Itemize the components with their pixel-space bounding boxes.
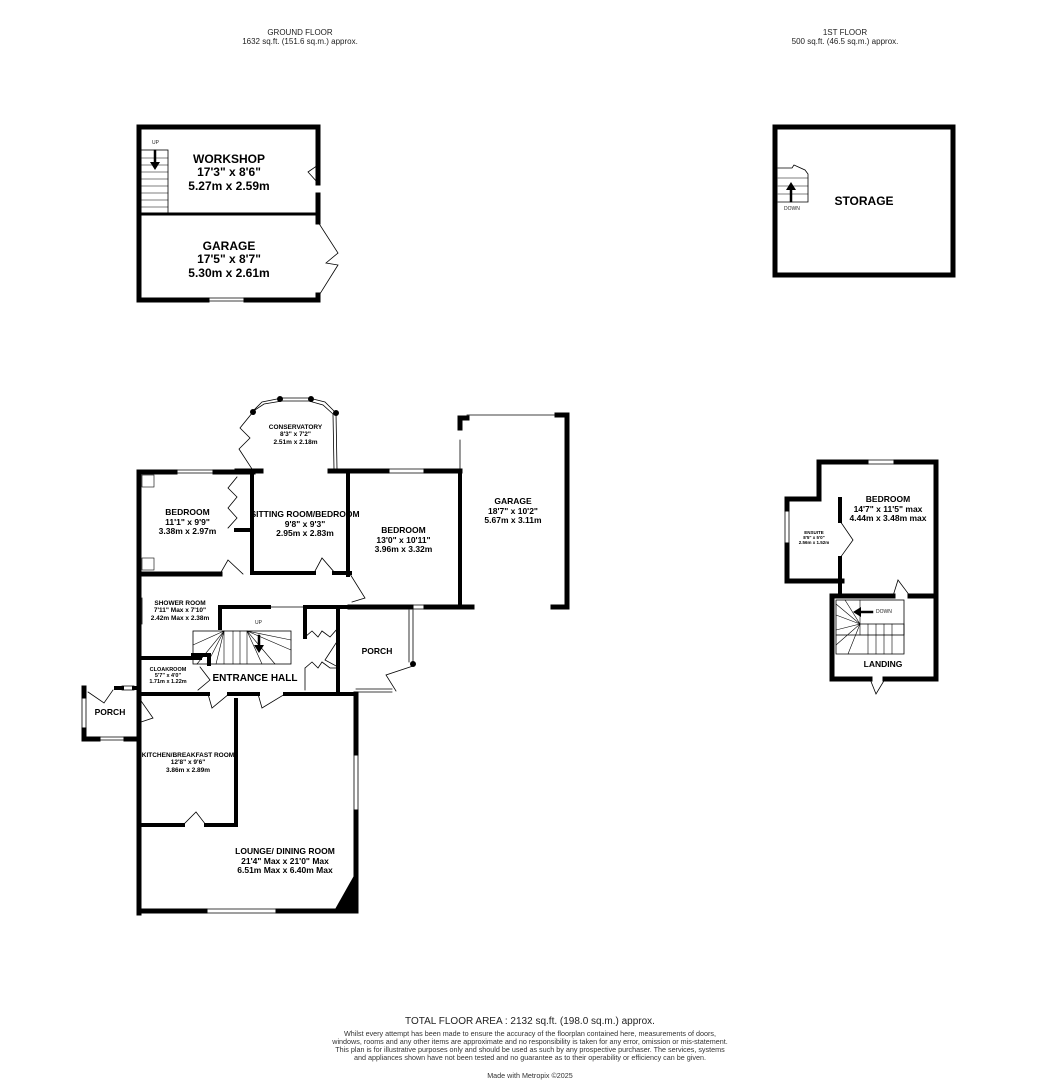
room-name: GARAGE	[202, 239, 256, 253]
room-name: STORAGE	[834, 194, 894, 208]
room-metric: 2.56m x 1.52m	[798, 540, 830, 546]
room-name: ENSUITE	[804, 530, 824, 535]
room-cloakroom: CLOAKROOM 5'7" x 4'0" 1.71m x 1.22m	[144, 667, 192, 685]
room-metric: 4.44m x 3.48m max	[849, 513, 927, 524]
room-name: LANDING	[863, 659, 903, 669]
stair-arrow-icon	[786, 182, 796, 203]
room-imperial: 11'1" x 9'9"	[165, 516, 210, 527]
room-metric: 2.95m x 2.83m	[276, 528, 334, 539]
disclaimer-text: Whilst every attempt has been made to en…	[332, 1029, 728, 1063]
room-lounge: LOUNGE/ DINING ROOM 21'4" Max x 21'0" Ma…	[225, 846, 345, 876]
room-first-bedroom: BEDROOM 14'7" x 11'5" max 4.44m x 3.48m …	[846, 494, 930, 524]
room-imperial: 18'7" x 10'2"	[488, 505, 538, 516]
ground-floor-area: 1632 sq.ft. (151.6 sq.m.) approx.	[242, 36, 358, 46]
room-name: LOUNGE/ DINING ROOM	[235, 846, 335, 856]
room-imperial: 7'11" Max x 7'10"	[153, 607, 207, 615]
room-sitting-room: SITTING ROOM/BEDROOM 9'8" x 9'3" 2.95m x…	[240, 509, 370, 539]
room-metric: 5.67m x 3.11m	[484, 515, 542, 526]
room-entrance-hall: ENTRANCE HALL	[205, 673, 305, 684]
room-name: SITTING ROOM/BEDROOM	[250, 509, 360, 519]
stair-down-label: DOWN	[876, 609, 892, 615]
room-metric: 3.38m x 2.97m	[158, 526, 217, 537]
room-bedroom-1: BEDROOM 11'1" x 9'9" 3.38m x 2.97m	[145, 507, 230, 537]
stair-arrow-icon	[150, 149, 160, 170]
room-imperial: 8'3" x 7'2"	[280, 431, 311, 439]
room-metric: 5.30m x 2.61m	[188, 265, 270, 280]
room-imperial: 13'0" x 10'11"	[376, 534, 431, 545]
room-imperial: 17'3" x 8'6"	[197, 165, 261, 180]
first-floor-area: 500 sq.ft. (46.5 sq.m.) approx.	[791, 36, 899, 46]
room-metric: 2.42m Max x 2.38m	[150, 614, 210, 622]
house-ground-walls	[81, 396, 570, 916]
made-with-credit: Made with Metropix ©2025	[487, 1071, 573, 1080]
room-ensuite: ENSUITE 8'5" x 5'0" 2.56m x 1.52m	[790, 530, 838, 545]
room-house-garage: GARAGE 18'7" x 10'2" 5.67m x 3.11m	[468, 496, 558, 526]
stair-arrow-icon	[853, 607, 874, 617]
room-imperial: 12'8" x 9'6"	[170, 759, 206, 767]
room-name: PORCH	[361, 646, 393, 656]
room-metric: 1.71m x 1.22m	[149, 679, 187, 686]
room-conservatory: CONSERVATORY 8'3" x 7'2" 2.51m x 2.18m	[248, 424, 343, 446]
house-first-walls	[784, 459, 939, 695]
room-name: SHOWER ROOM	[154, 600, 206, 607]
room-metric: 3.96m x 3.32m	[374, 544, 433, 555]
room-storage: STORAGE	[820, 194, 908, 208]
room-bedroom-2: BEDROOM 13'0" x 10'11" 3.96m x 3.32m	[356, 525, 451, 555]
room-name: WORKSHOP	[193, 152, 265, 166]
total-floor-area: TOTAL FLOOR AREA : 2132 sq.ft. (198.0 sq…	[405, 1016, 655, 1027]
room-metric: 5.27m x 2.59m	[188, 178, 270, 193]
ground-floor-title: GROUND FLOOR	[267, 28, 333, 37]
room-landing: LANDING	[852, 659, 914, 670]
room-porch-side: PORCH	[90, 707, 130, 718]
room-name: ENTRANCE HALL	[212, 673, 298, 684]
stair-arrow-icon	[254, 634, 264, 653]
room-kitchen: KITCHEN/BREAKFAST ROOM 12'8" x 9'6" 3.86…	[140, 752, 236, 774]
outbuilding-first-walls	[772, 124, 956, 278]
room-shower-room: SHOWER ROOM 7'11" Max x 7'10" 2.42m Max …	[145, 600, 215, 622]
room-imperial: 5'7" x 4'0"	[154, 673, 182, 680]
room-metric: 3.86m x 2.89m	[165, 766, 211, 774]
room-name: BEDROOM	[165, 507, 210, 517]
room-porch-front: PORCH	[352, 646, 402, 657]
ground-floor-heading: GROUND FLOOR 1632 sq.ft. (151.6 sq.m.) a…	[220, 28, 380, 47]
outbuilding-ground-walls	[136, 124, 339, 303]
room-outbuilding-garage: GARAGE 17'5" x 8'7" 5.30m x 2.61m	[170, 239, 288, 280]
room-name: CLOAKROOM	[149, 667, 187, 673]
stair-up-label: UP	[152, 140, 159, 146]
room-workshop: WORKSHOP 17'3" x 8'6" 5.27m x 2.59m	[170, 152, 288, 193]
room-imperial: 17'5" x 8'7"	[197, 252, 261, 267]
room-name: PORCH	[94, 707, 126, 717]
first-floor-heading: 1ST FLOOR 500 sq.ft. (46.5 sq.m.) approx…	[770, 28, 920, 47]
room-metric: 6.51m Max x 6.40m Max	[237, 865, 333, 876]
stair-down-label: DOWN	[784, 206, 800, 212]
room-name: KITCHEN/BREAKFAST ROOM	[141, 752, 235, 759]
room-imperial: 9'8" x 9'3"	[284, 518, 326, 529]
room-imperial: 21'4" Max x 21'0" Max	[241, 855, 329, 866]
room-name: BEDROOM	[381, 525, 426, 535]
room-imperial: 8'5" x 5'0"	[803, 535, 825, 541]
room-name: GARAGE	[494, 496, 532, 506]
room-name: CONSERVATORY	[268, 424, 323, 431]
stair-up-label: UP	[255, 620, 262, 626]
room-imperial: 14'7" x 11'5" max	[853, 503, 923, 514]
room-name: BEDROOM	[865, 494, 911, 504]
first-floor-title: 1ST FLOOR	[822, 28, 868, 37]
room-metric: 2.51m x 2.18m	[273, 438, 318, 446]
